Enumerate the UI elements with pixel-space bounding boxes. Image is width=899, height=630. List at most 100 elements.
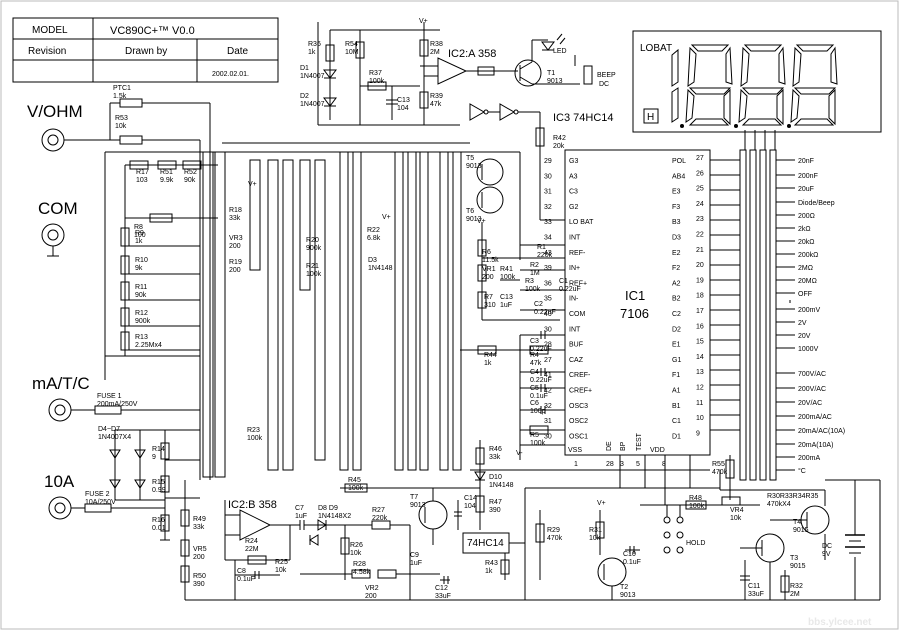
component-value: 11.5k bbox=[482, 257, 499, 264]
ic1-pin-name: CREF- bbox=[569, 372, 591, 379]
component-name: R27 bbox=[372, 507, 385, 514]
ic1-pin-num: 29 bbox=[544, 158, 552, 165]
component-name: R37 bbox=[369, 70, 382, 77]
component-value: 0.22uF bbox=[530, 346, 552, 353]
component-value: 10k bbox=[350, 550, 362, 557]
ic1-pin-name: A3 bbox=[569, 173, 578, 180]
component-name: T4 bbox=[793, 519, 801, 526]
range-label: 200kΩ bbox=[798, 252, 818, 259]
component-name: R51 bbox=[160, 169, 173, 176]
component-value: 10k bbox=[589, 535, 601, 542]
ic2a-label: IC2:A 358 bbox=[448, 48, 496, 60]
component-value: 22M bbox=[245, 546, 259, 553]
component-value: 470k bbox=[547, 535, 563, 542]
component-value: 10A/250V bbox=[85, 499, 116, 506]
range-label: 2kΩ bbox=[798, 226, 811, 233]
component-name: R26 bbox=[350, 542, 363, 549]
component-value: 1uF bbox=[410, 560, 422, 567]
component-name: R15 bbox=[152, 479, 165, 486]
component-name: R19 bbox=[229, 259, 242, 266]
component-value: 9015 bbox=[793, 527, 809, 534]
range-label: 20MΩ bbox=[798, 278, 817, 285]
component-value: 200 bbox=[229, 243, 241, 250]
vplus-r6: V+ bbox=[477, 218, 486, 225]
component-name: R32 bbox=[790, 583, 803, 590]
component-name: C12 bbox=[435, 585, 448, 592]
model-value: VC890C+™ V0.0 bbox=[110, 25, 195, 37]
component-name: C2 bbox=[534, 301, 543, 308]
ic1-pin-name: IN- bbox=[569, 296, 579, 303]
component-value: 900k bbox=[306, 245, 322, 252]
range-label: 200Ω bbox=[798, 213, 815, 220]
ic1-pin-num: 42 bbox=[544, 388, 552, 395]
component-name: R44 bbox=[484, 352, 497, 359]
ic1-pin-num: 31 bbox=[544, 418, 552, 425]
component-name: R2 bbox=[530, 262, 539, 269]
component-name: R50 bbox=[193, 573, 206, 580]
ic1-pin-num: 20 bbox=[696, 262, 704, 269]
terminal-10a-jack bbox=[48, 496, 72, 520]
component-name: PTC1 bbox=[113, 85, 131, 92]
component-value: 1k bbox=[308, 49, 316, 56]
ic1-pin-name: B1 bbox=[672, 403, 681, 410]
component-value: 200 bbox=[229, 267, 241, 274]
component-name: D1 bbox=[300, 65, 309, 72]
range-label: 200mA/AC bbox=[798, 414, 832, 421]
component-value: 33uF bbox=[748, 591, 764, 598]
component-name: D10 bbox=[489, 474, 502, 481]
component-name: R53 bbox=[115, 115, 128, 122]
component-name: C10 bbox=[623, 551, 636, 558]
range-list: 20nF200nF20uFDiode/Beep200Ω2kΩ20kΩ200kΩ2… bbox=[798, 158, 845, 475]
component-value: 2.25Mx4 bbox=[135, 342, 162, 349]
component-value: 200 bbox=[365, 593, 377, 600]
lcd-digit-3 bbox=[738, 44, 786, 126]
range-label: 1000V bbox=[798, 346, 819, 353]
component-value: 0.1uF bbox=[237, 576, 255, 583]
watermark: bbs.ylcee.net bbox=[808, 617, 872, 628]
ic1-pin-name: F3 bbox=[672, 204, 680, 211]
ic1-pin-num: 40 bbox=[544, 311, 552, 318]
component-name: VR1 bbox=[482, 266, 496, 273]
ic1-bottom-pin-num: 3 bbox=[620, 461, 624, 468]
component-name: C14 bbox=[464, 495, 477, 502]
component-name: R54 bbox=[345, 41, 358, 48]
component-name: C6 bbox=[530, 400, 539, 407]
component-value: 0.1uF bbox=[530, 393, 548, 400]
terminal-10a-label: 10A bbox=[44, 472, 75, 491]
component-value: 100k bbox=[306, 271, 322, 278]
beeper-icon bbox=[583, 65, 593, 85]
component-value: 1k bbox=[135, 238, 143, 245]
component-value: 6.8k bbox=[367, 235, 381, 242]
component-name: R13 bbox=[135, 334, 148, 341]
component-value: 1N4148X2 bbox=[318, 513, 351, 520]
ic1-pin-num: 23 bbox=[696, 216, 704, 223]
component-value: 47k bbox=[430, 101, 442, 108]
ic1-bottom-pin-name: VDD bbox=[650, 447, 665, 454]
component-name: R17 bbox=[136, 169, 149, 176]
ic1-bottom-pin-name: VSS bbox=[568, 447, 582, 454]
component-value: 104 bbox=[397, 105, 409, 112]
component-name: C11 bbox=[748, 583, 760, 590]
component-name: R24 bbox=[245, 538, 258, 545]
terminal-ma-label: mA/T/C bbox=[32, 374, 90, 393]
component-name: R28 bbox=[353, 561, 366, 568]
ic3-inverter-a bbox=[469, 103, 486, 121]
ic1-pin-num: 30 bbox=[544, 173, 552, 180]
ic1-pin-name: B3 bbox=[672, 219, 681, 226]
ic1-pin-num: 17 bbox=[696, 308, 704, 315]
component-name: R43 bbox=[485, 560, 498, 567]
component-value: 9.9k bbox=[160, 177, 174, 184]
component-name: T7 bbox=[410, 494, 418, 501]
component-value: 100k bbox=[369, 78, 385, 85]
component-name: R36 bbox=[308, 41, 321, 48]
range-label: 200mV bbox=[798, 307, 821, 314]
ic1-pin-num: 34 bbox=[544, 235, 552, 242]
terminal-com-jack bbox=[41, 223, 65, 247]
component-value: 10k bbox=[115, 123, 127, 130]
ic1-pin-name: B2 bbox=[672, 296, 681, 303]
hold-label: HOLD bbox=[686, 540, 705, 547]
ic1-pin-num: 25 bbox=[696, 186, 704, 193]
component-value: 10M bbox=[345, 49, 359, 56]
component-value: 10k bbox=[730, 515, 742, 522]
